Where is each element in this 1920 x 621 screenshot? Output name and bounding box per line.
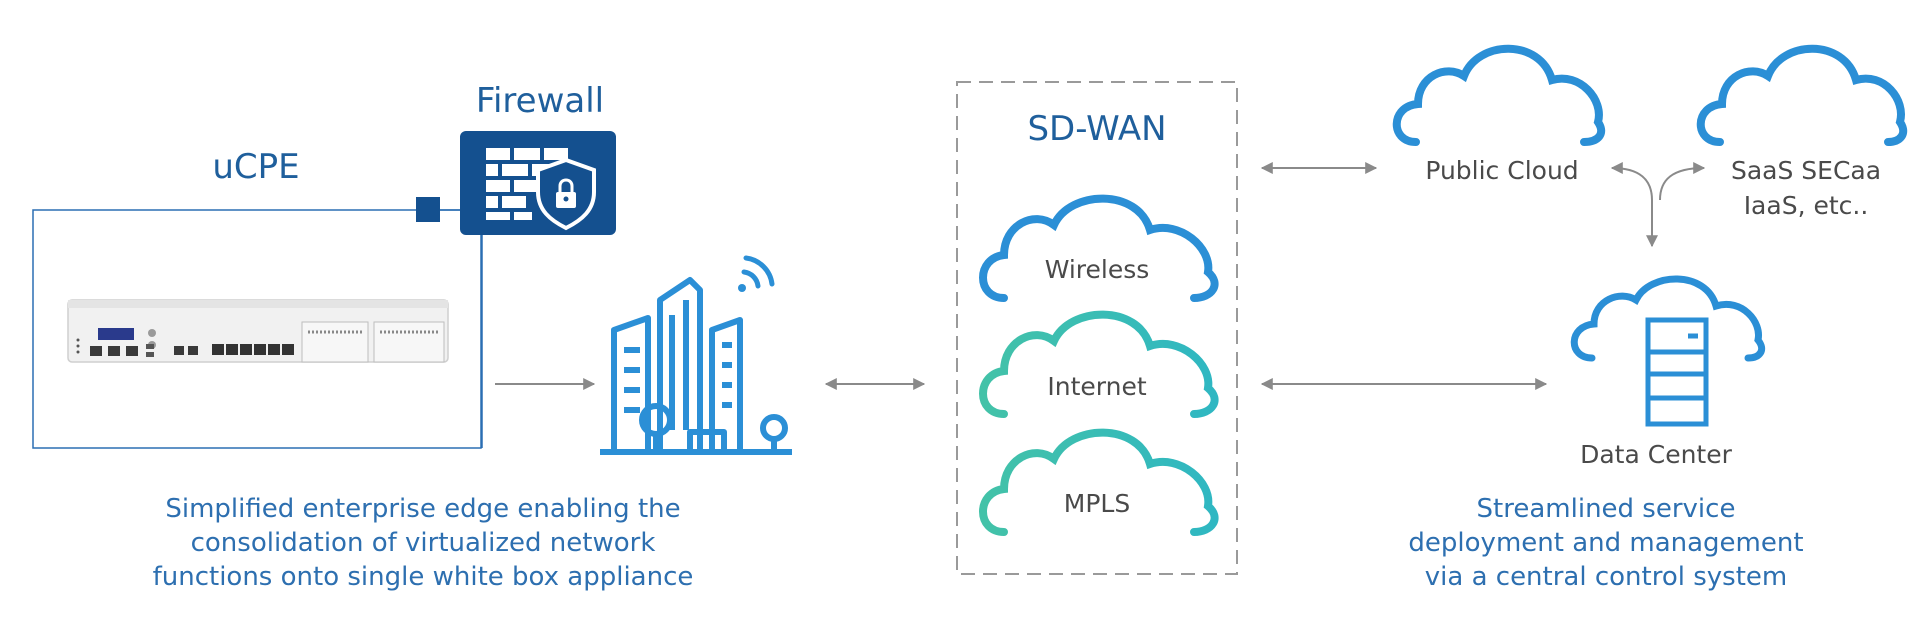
data-center-label: Data Center bbox=[1580, 440, 1733, 469]
svg-text:consolidation of virtualized n: consolidation of virtualized network bbox=[191, 528, 656, 558]
server-rack-icon bbox=[1645, 317, 1709, 427]
firewall-title: Firewall bbox=[476, 81, 604, 121]
public-cloud-icon bbox=[1392, 44, 1606, 146]
firewall-section: Firewall bbox=[416, 81, 616, 448]
saas-label-line1: SaaS SECaa bbox=[1731, 156, 1881, 185]
public-cloud-label: Public Cloud bbox=[1425, 156, 1578, 185]
data-center-cloud-icon bbox=[1570, 275, 1766, 362]
public-cloud-node: Public Cloud bbox=[1392, 44, 1606, 185]
ucpe-section: uCPE bbox=[32, 147, 482, 449]
branch-arrows bbox=[1610, 162, 1706, 248]
saas-cloud-node: SaaS SECaa IaaS, etc.. bbox=[1696, 44, 1908, 220]
svg-text:Simplified enterprise edge ena: Simplified enterprise edge enabling the bbox=[165, 494, 680, 524]
shield-lock-icon bbox=[536, 157, 596, 231]
ucpe-title: uCPE bbox=[212, 147, 299, 187]
cloud-mpls: MPLS bbox=[979, 428, 1219, 536]
connector-square bbox=[416, 197, 440, 222]
saas-cloud-icon bbox=[1696, 44, 1908, 146]
data-center-node: Data Center bbox=[1570, 275, 1766, 469]
right-caption: Streamlined service deployment and manag… bbox=[1408, 494, 1803, 592]
svg-text:MPLS: MPLS bbox=[1064, 489, 1130, 518]
svg-text:Wireless: Wireless bbox=[1045, 255, 1150, 284]
white-box-appliance bbox=[67, 299, 449, 363]
ucpe-frame bbox=[32, 209, 482, 449]
enterprise-building-icon bbox=[600, 277, 792, 455]
svg-text:deployment and management: deployment and management bbox=[1408, 528, 1803, 558]
wifi-icon bbox=[738, 255, 775, 292]
sdwan-title: SD-WAN bbox=[1027, 109, 1166, 149]
cloud-internet: Internet bbox=[979, 310, 1219, 418]
brick-wall-icon bbox=[486, 148, 568, 220]
svg-text:Internet: Internet bbox=[1047, 372, 1146, 401]
svg-text:functions onto single white bo: functions onto single white box applianc… bbox=[153, 562, 694, 592]
sdwan-frame bbox=[956, 81, 1238, 575]
cloud-wireless: Wireless bbox=[979, 194, 1219, 302]
svg-text:Streamlined service: Streamlined service bbox=[1477, 494, 1736, 524]
svg-text:via a central control system: via a central control system bbox=[1425, 562, 1787, 592]
left-caption: Simplified enterprise edge enabling the … bbox=[153, 494, 694, 592]
sdwan-section: SD-WAN Wireless Internet MPLS bbox=[956, 81, 1238, 575]
saas-label-line2: IaaS, etc.. bbox=[1744, 191, 1869, 220]
